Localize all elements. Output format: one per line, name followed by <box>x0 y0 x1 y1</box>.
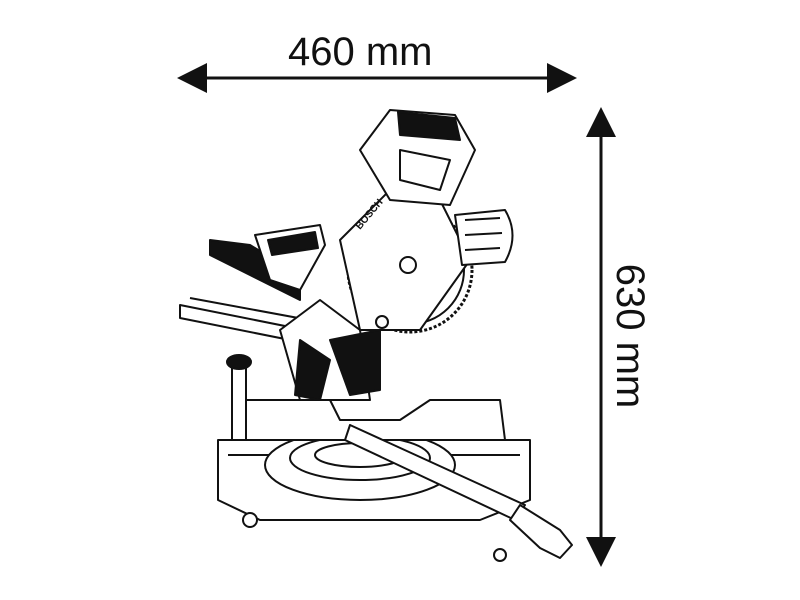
saw-line-art: BOSCH <box>179 109 573 562</box>
width-dimension-label: 460 mm <box>288 30 433 74</box>
height-dimension-label: 630 mm <box>608 263 652 409</box>
